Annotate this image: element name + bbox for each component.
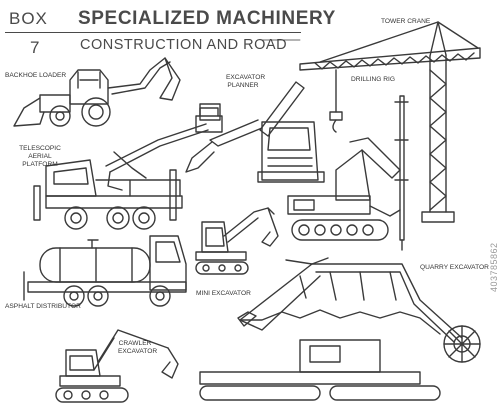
header-divider xyxy=(5,32,301,33)
telescopic-aerial-platform-label: TELESCOPIC AERIAL PLATFORM xyxy=(19,145,61,168)
backhoe-loader-icon xyxy=(13,57,181,127)
asphalt-distributor-label: ASPHALT DISTRIBUTOR xyxy=(5,303,81,310)
drilling-rig-label: DRILLING RIG xyxy=(351,76,395,83)
page-title: SPECIALIZED MACHINERY xyxy=(78,8,336,29)
mini-excavator-icon xyxy=(195,207,279,275)
page-subtitle: CONSTRUCTION AND ROAD xyxy=(80,37,288,53)
asphalt-distributor-icon xyxy=(23,235,187,307)
crawler-excavator-label: CRAWLER EXCAVATOR xyxy=(118,340,158,355)
quarry-excavator-icon xyxy=(199,257,481,401)
excavator-planner-icon xyxy=(185,81,325,183)
tower-crane-icon xyxy=(299,21,481,223)
box-label: BOX xyxy=(9,9,48,28)
quarry-excavator-label: QUARRY EXCAVATOR xyxy=(420,264,489,271)
stock-id-watermark: 403785862 xyxy=(489,242,499,292)
tower-crane-label: TOWER CRANE xyxy=(381,18,431,25)
backhoe-loader-label: BACKHOE LOADER xyxy=(5,72,67,79)
drilling-rig-icon xyxy=(287,95,409,251)
excavator-planner-label: EXCAVATOR PLANNER xyxy=(226,74,266,89)
telescopic-aerial-platform-icon xyxy=(33,107,223,230)
crawler-excavator-icon xyxy=(55,329,179,403)
box-number: 7 xyxy=(30,38,40,57)
mini-excavator-label: MINI EXCAVATOR xyxy=(196,290,251,297)
